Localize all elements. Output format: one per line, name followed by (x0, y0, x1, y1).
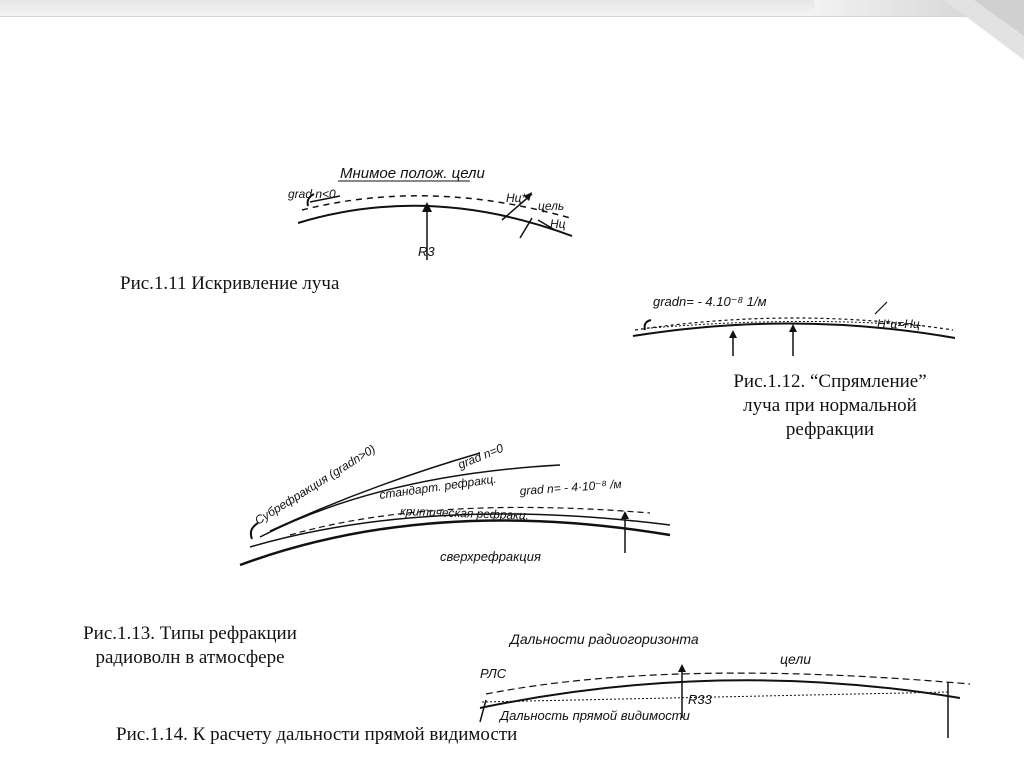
fig13-critical-label: критическая рефракц. (400, 504, 529, 522)
fig13-caption-line-2: радиоволн в атмосфере (95, 647, 285, 668)
fig12-grad-label: gradn= - 4.10⁻⁸ 1/м (653, 294, 767, 309)
fig14-radius-label: R33 (688, 692, 713, 707)
fig12-caption-line-1: Рис.1.12. “Спрямление” (733, 371, 927, 392)
fig11-target-label: цель (538, 199, 564, 213)
fig14-los-range-label: Дальность прямой видимости (498, 708, 690, 723)
figure-1-13-diagram: Субрефракция (gradn>0) grad n=0 стандарт… (239, 441, 671, 567)
figure-1-13-caption: Рис.1.13. Типы рефракции радиоволн в атм… (20, 622, 360, 670)
fig11-apparent-position-label: Мнимое полож. цели (340, 165, 486, 182)
fig11-radius-label: R3 (418, 244, 435, 259)
figure-1-12-caption: Рис.1.12. “Спрямление” луча при нормальн… (665, 370, 995, 442)
figure-1-11-diagram: Мнимое полож. цели grad n<0 Нц* цель Нц … (288, 165, 573, 260)
figure-1-11-caption: Рис.1.11 Искривление луча (120, 273, 340, 294)
fig14-rls-label: РЛС (480, 666, 507, 681)
fig12-caption-line-3: рефракции (785, 419, 875, 440)
fig12-h-eq-label: Н*ц=Нц (877, 317, 920, 331)
fig13-standard-label: стандарт. рефракц. (378, 472, 497, 502)
figure-1-14-caption: Рис.1.14. К расчету дальности прямой вид… (116, 724, 518, 745)
figure-1-14-diagram: Дальности радиогоризонта цели РЛС R33 Да… (479, 631, 971, 738)
fig12-caption-line-2: луча при нормальной (743, 395, 917, 416)
page-corner-decoration (944, 0, 1024, 60)
fig14-radiohorizon-label: Дальности радиогоризонта (508, 631, 699, 647)
fig13-grad-std-label: grad n= - 4·10⁻⁸ /м (519, 477, 622, 498)
fig13-grad-zero-label: grad n=0 (456, 441, 506, 472)
fig11-grad-label: grad n<0 (288, 187, 336, 201)
fig14-targets-label: цели (780, 651, 811, 667)
fig11-hz-star-label: Нц* (506, 191, 527, 205)
fig13-super-label: сверхрефракция (440, 549, 541, 564)
fig11-hz-label: Нц (550, 217, 566, 231)
fig13-subrefraction-label: Субрефракция (gradn>0) (252, 442, 378, 528)
top-bar (0, 0, 1024, 17)
figure-1-12-diagram: gradn= - 4.10⁻⁸ 1/м Н*ц=Нц (632, 294, 956, 356)
fig13-caption-line-1: Рис.1.13. Типы рефракции (83, 623, 297, 644)
